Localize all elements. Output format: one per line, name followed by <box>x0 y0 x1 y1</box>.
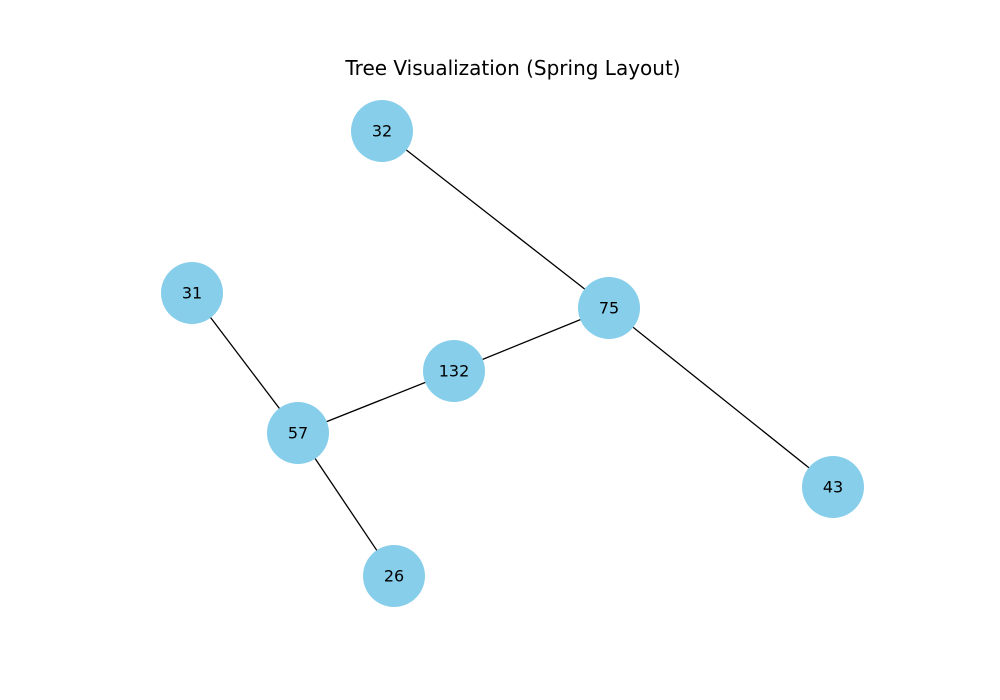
node-label: 75 <box>599 299 619 318</box>
node-label: 32 <box>372 122 392 141</box>
edge-layer <box>191 130 834 577</box>
node-label: 132 <box>439 362 470 381</box>
node-label: 43 <box>823 478 843 497</box>
node-circle <box>802 456 864 518</box>
edge-32-75 <box>381 130 610 309</box>
node-label: 57 <box>288 424 308 443</box>
node-circle <box>578 277 640 339</box>
node-circle <box>423 340 485 402</box>
edge-75-43 <box>608 307 834 488</box>
node-circle <box>161 262 223 324</box>
node-label: 26 <box>384 567 404 586</box>
node-132: 132 <box>423 340 485 402</box>
node-75: 75 <box>578 277 640 339</box>
node-26: 26 <box>363 545 425 607</box>
node-57: 57 <box>267 402 329 464</box>
node-31: 31 <box>161 262 223 324</box>
node-32: 32 <box>351 100 413 162</box>
diagram-title: Tree Visualization (Spring Layout) <box>345 56 681 80</box>
node-circle <box>351 100 413 162</box>
node-label: 31 <box>182 284 202 303</box>
node-layer: 32 75 31 132 57 43 26 <box>161 100 864 607</box>
node-43: 43 <box>802 456 864 518</box>
node-circle <box>363 545 425 607</box>
node-circle <box>267 402 329 464</box>
